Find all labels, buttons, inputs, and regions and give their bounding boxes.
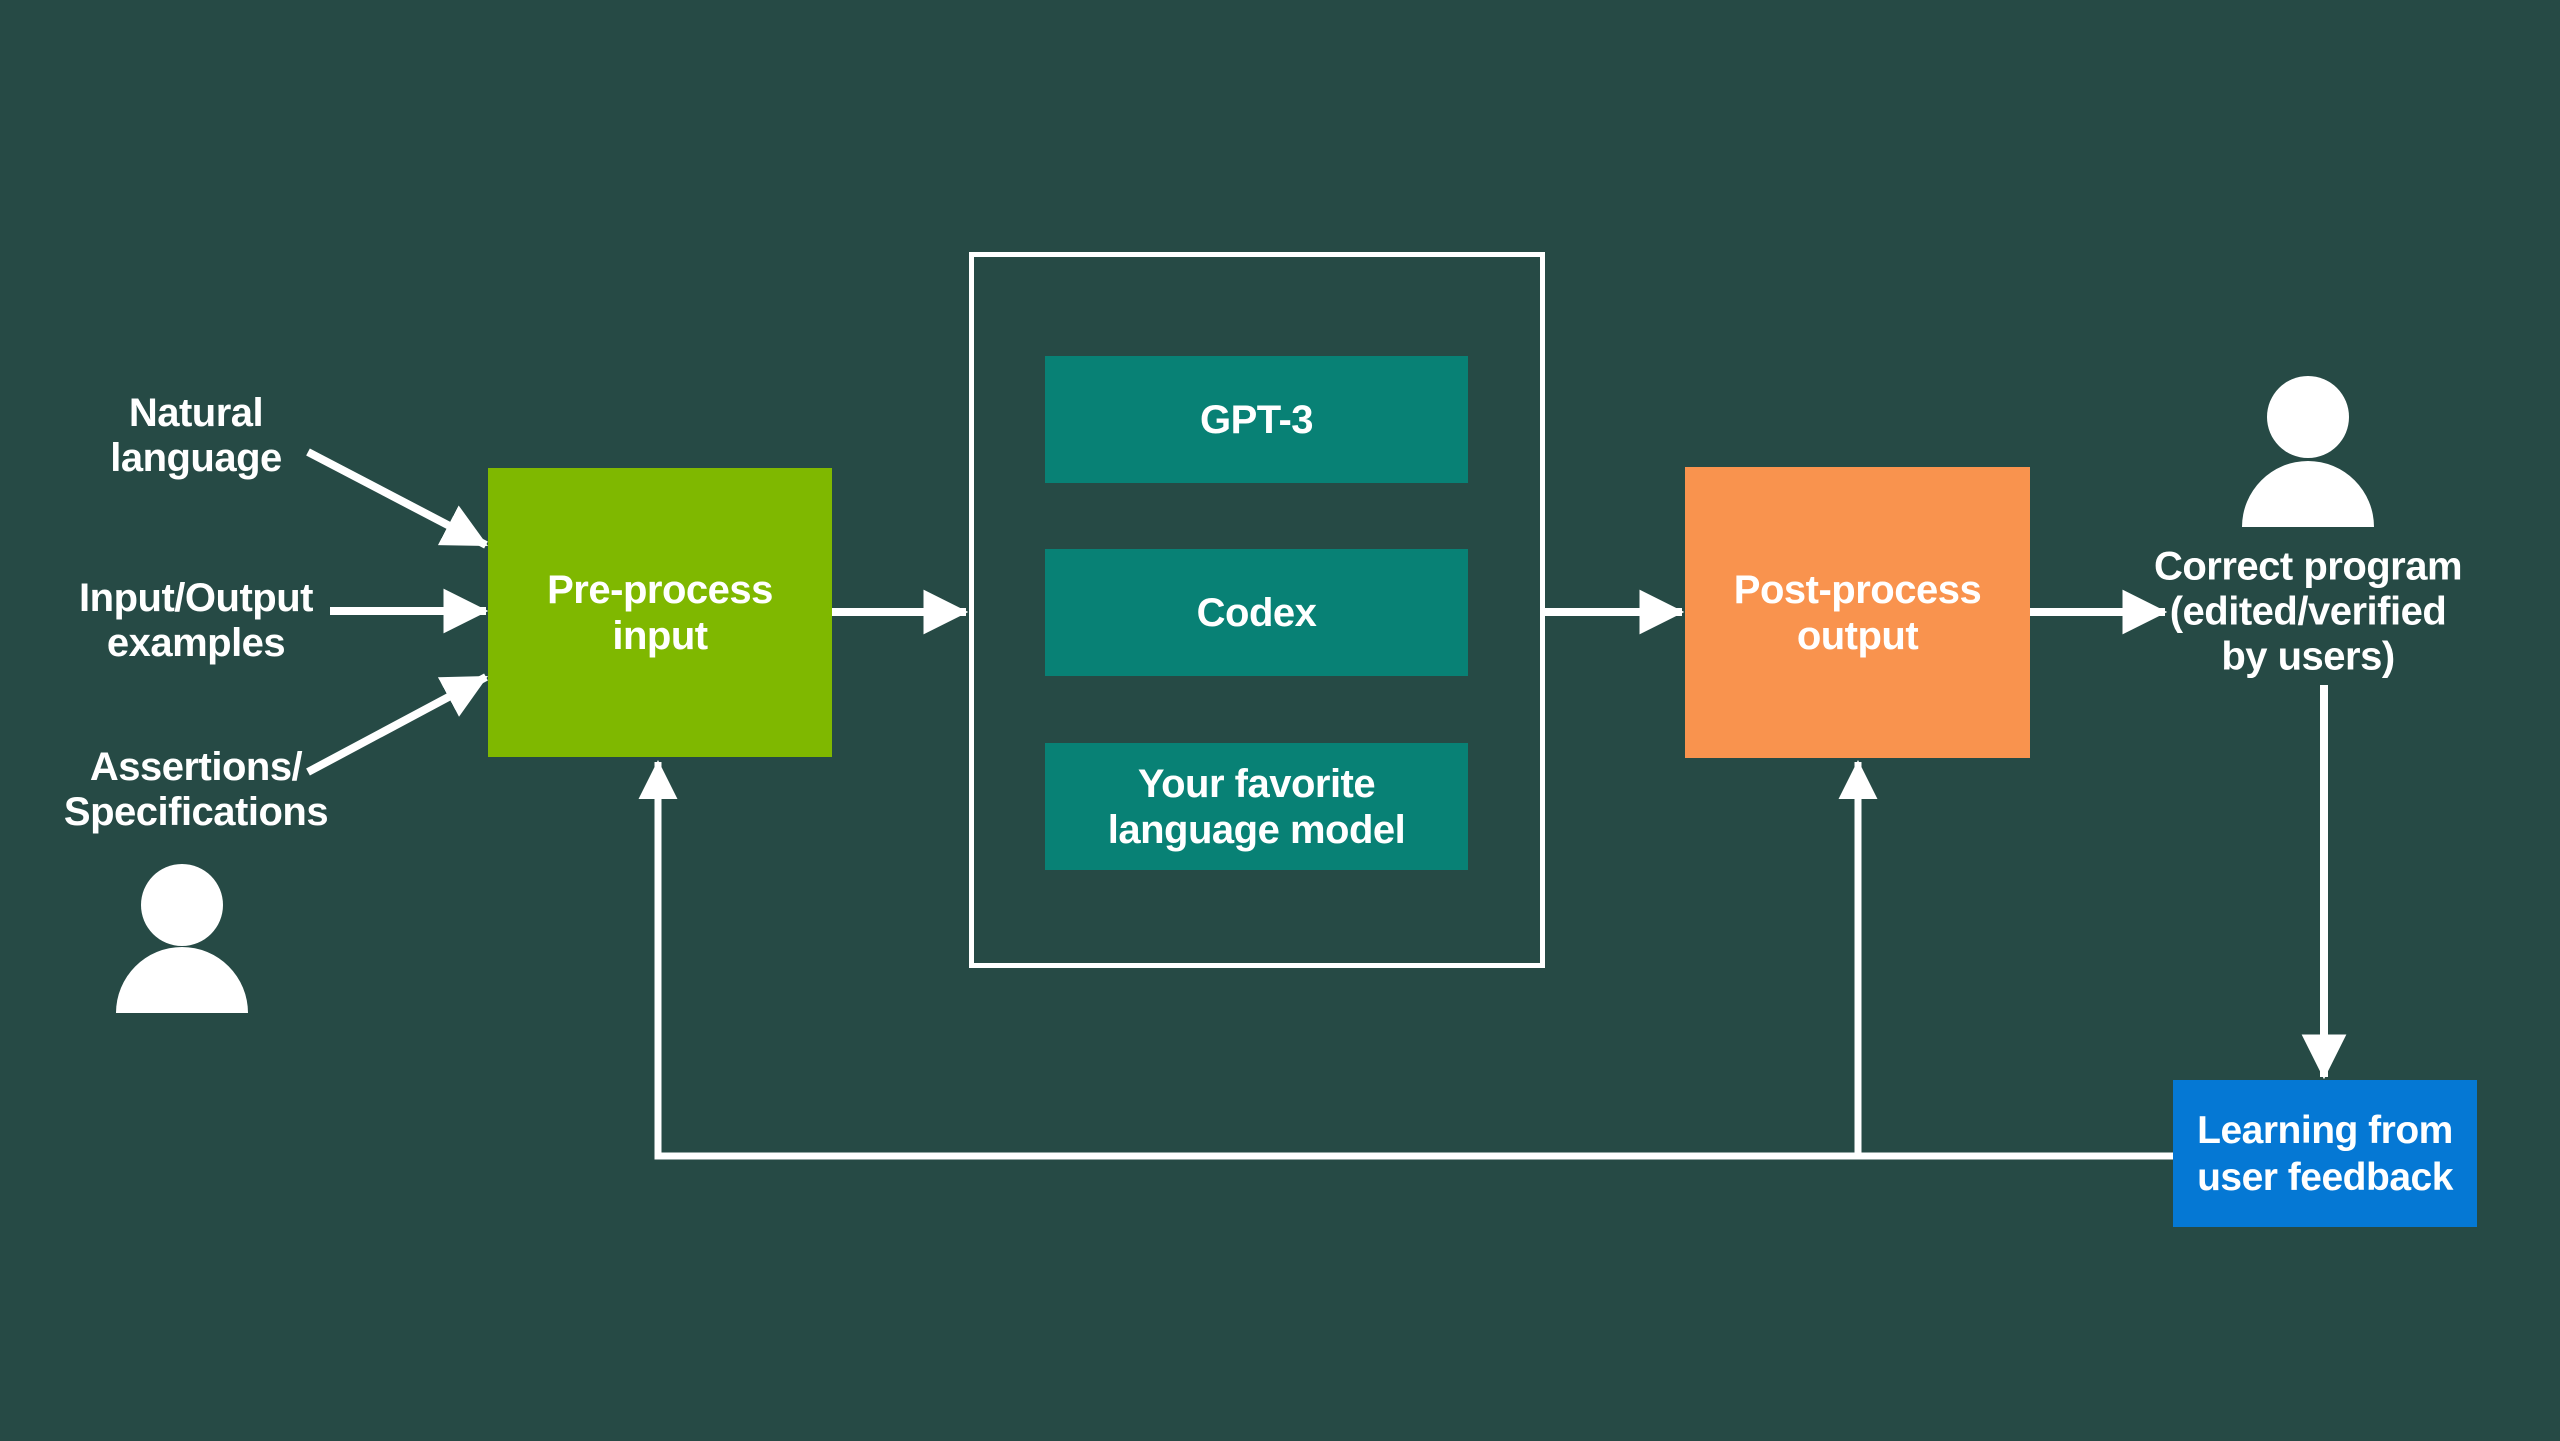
model-box-gpt3: GPT-3 xyxy=(1045,356,1468,483)
box-line: GPT-3 xyxy=(1199,397,1314,442)
label-line: Natural xyxy=(128,391,264,435)
user-head xyxy=(141,864,223,946)
label-line: Specifications xyxy=(63,790,329,834)
box-line: Codex xyxy=(1196,590,1317,635)
arrow-assertions-to-preprocess xyxy=(306,673,488,776)
input-label-io-examples: Input/Output examples xyxy=(79,576,313,666)
output-label-correct-program: Correct program (edited/verified by user… xyxy=(2153,544,2463,680)
label-line: (edited/verified xyxy=(2169,589,2447,634)
box-line: user feedback xyxy=(2197,1155,2453,1199)
input-label-natural-language: Natural language xyxy=(110,391,282,481)
box-line: language model xyxy=(1107,807,1406,852)
feedback-line-to-preprocess xyxy=(638,760,2173,1160)
box-line: Learning from xyxy=(2197,1108,2453,1152)
user-body xyxy=(116,947,248,1013)
language-models-container xyxy=(969,252,1545,968)
model-box-codex: Codex xyxy=(1045,549,1468,676)
label-line: Input/Output xyxy=(79,576,313,620)
box-line: Pre-process xyxy=(547,567,773,612)
label-line: Correct program xyxy=(2153,544,2463,589)
box-line: Your favorite xyxy=(1137,761,1376,806)
user-icon-left xyxy=(116,864,248,1013)
box-line: input xyxy=(612,613,708,658)
user-icon-right xyxy=(2242,376,2374,527)
arrow-natural-language-to-preprocess xyxy=(306,448,488,549)
postprocess-output-box: Post-process output xyxy=(1685,467,2030,758)
label-line: examples xyxy=(106,621,286,665)
box-line: Post-process xyxy=(1733,567,1982,612)
box-line: output xyxy=(1796,613,1919,658)
model-box-favorite: Your favorite language model xyxy=(1045,743,1468,870)
label-line: language xyxy=(110,436,282,480)
label-line: by users) xyxy=(2221,634,2395,679)
user-body xyxy=(2242,461,2374,527)
user-head xyxy=(2267,376,2349,458)
input-label-assertions: Assertions/ Specifications xyxy=(63,745,329,835)
feedback-box: Learning from user feedback xyxy=(2173,1080,2477,1227)
preprocess-input-box: Pre-process input xyxy=(488,468,832,757)
label-line: Assertions/ xyxy=(89,745,303,789)
